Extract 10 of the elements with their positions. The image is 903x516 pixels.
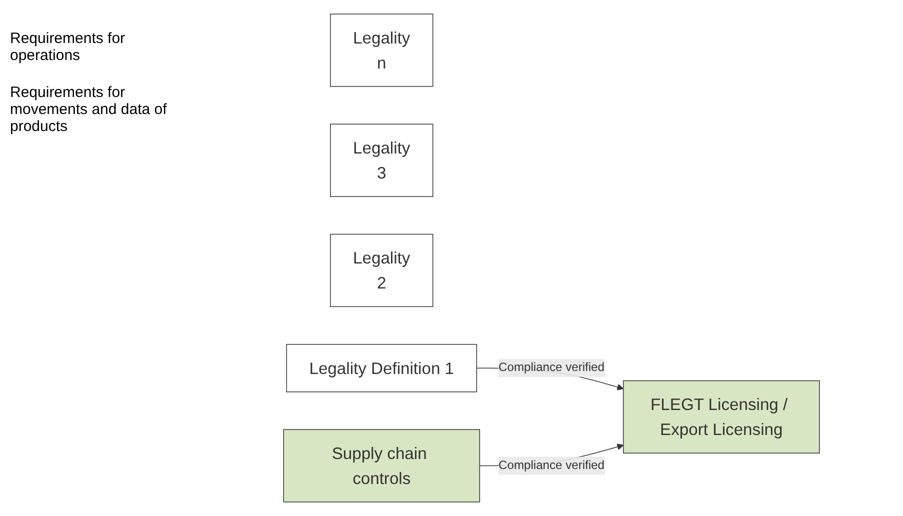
node-box: Legality n [330,14,434,87]
edge-label: Compliance verified [498,458,604,472]
node-box: Supply chain controls [283,429,480,502]
node-box: FLEGT Licensing / Export Licensing [622,380,820,454]
node-box: Legality 2 [330,234,434,308]
note-text: Requirements for operations [10,30,126,64]
note-text: Requirements for movements and data of products [10,84,168,135]
node-box: Legality 3 [330,124,434,197]
edge-label: Compliance verified [498,361,604,374]
node-box: Legality Definition 1 [286,344,478,392]
